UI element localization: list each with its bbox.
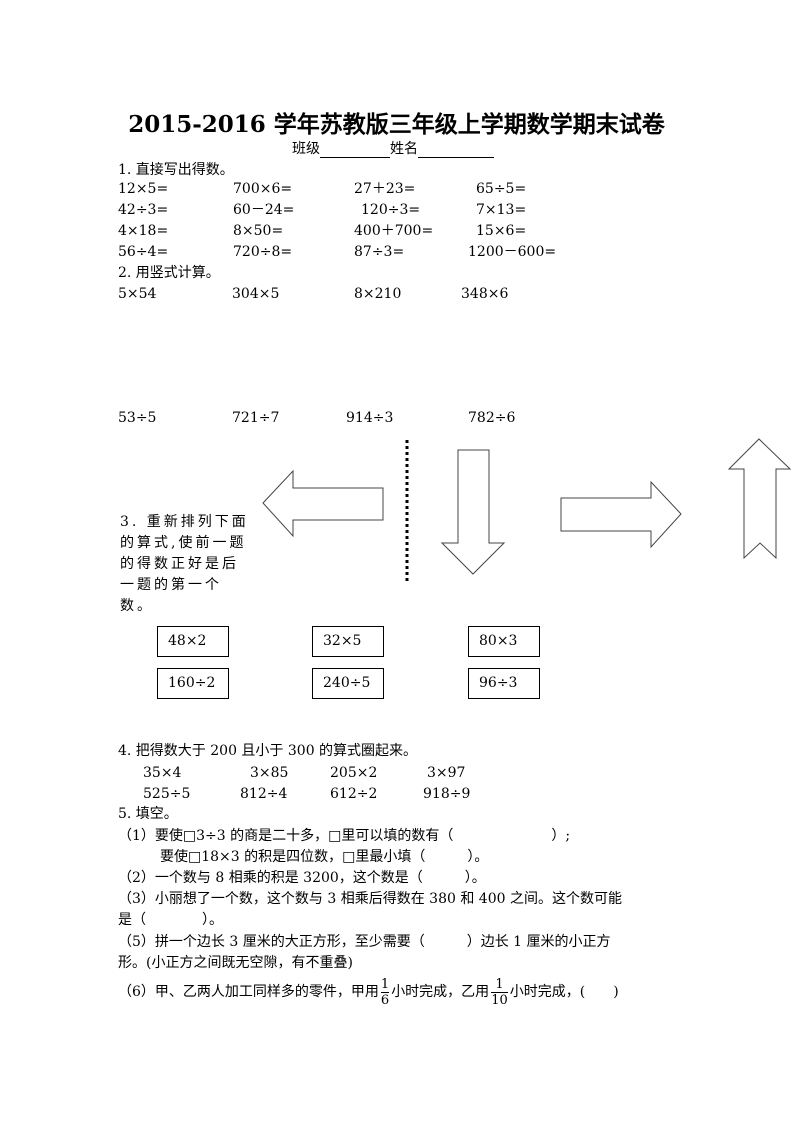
q5-line: 形。(小正方之间既无空隙，有不重叠)	[118, 955, 353, 971]
numerator: 1	[491, 977, 508, 993]
q5-line: （5）拼一个边长 3 厘米的大正方形，至少需要（ ）边长 1 厘米的小正方	[118, 934, 611, 950]
q5-text: （6）甲、乙两人加工同样多的零件，甲用	[118, 984, 379, 1000]
q5-heading: 5. 填空。	[118, 806, 178, 822]
expression-box: 160÷2	[157, 668, 229, 699]
q5-line: （3）小丽想了一个数，这个数与 3 相乘后得数在 380 和 400 之间。这个…	[118, 891, 622, 907]
q3-heading: 3. 重新排列下面的算式,使前一题的得数正好是后一题的第一个数。	[120, 514, 249, 614]
q5-text: 小时完成，乙用	[391, 984, 490, 1000]
q1-item: 720÷8=	[233, 244, 293, 260]
q1-item: 1200－600=	[468, 244, 557, 260]
q2-item: 348×6	[461, 286, 509, 302]
q1-item: 7×13=	[476, 202, 527, 218]
q4-heading: 4. 把得数大于 200 且小于 300 的算式圈起来。	[118, 743, 418, 759]
left-arrow-icon	[262, 469, 384, 538]
class-name-line: 班级 姓名	[292, 140, 494, 158]
q5-line: 是（ ）。	[118, 912, 223, 928]
q4-item: 918÷9	[423, 786, 471, 802]
page-title: 2015-2016 学年苏教版三年级上学期数学期末试卷	[128, 111, 665, 138]
class-label: 班级	[292, 141, 320, 157]
expression-box: 80×3	[468, 626, 540, 657]
denominator: 6	[380, 992, 390, 1008]
q2-item: 5×54	[118, 286, 157, 302]
q2-item: 53÷5	[118, 410, 157, 426]
q4-item: 525÷5	[143, 786, 191, 802]
numerator: 1	[380, 976, 390, 993]
q4-item: 3×85	[250, 765, 289, 781]
q2-heading: 2. 用竖式计算。	[118, 265, 220, 281]
q4-item: 205×2	[330, 765, 378, 781]
q1-item: 15×6=	[476, 223, 527, 239]
q1-item: 42÷3=	[118, 202, 169, 218]
class-field[interactable]	[320, 143, 390, 158]
q1-item: 65÷5=	[476, 181, 527, 197]
q1-item: 87÷3=	[354, 244, 405, 260]
q5-line: 要使□18×3 的积是四位数，□里最小填（ ）。	[160, 849, 489, 865]
right-arrow-icon	[560, 480, 682, 549]
q1-item: 400＋700=	[354, 223, 434, 239]
up-arrow-icon	[727, 438, 792, 560]
q1-item: 27＋23=	[354, 181, 416, 197]
expression-box: 48×2	[157, 626, 229, 657]
expression-box: 240÷5	[312, 668, 384, 699]
q1-heading: 1. 直接写出得数。	[118, 162, 234, 178]
q1-item: 56÷4=	[118, 244, 169, 260]
q1-item: 12×5=	[118, 181, 169, 197]
expression-box: 32×5	[312, 626, 384, 657]
q2-item: 8×210	[354, 286, 402, 302]
q2-item: 782÷6	[468, 410, 516, 426]
q2-item: 304×5	[232, 286, 280, 302]
name-label: 姓名	[390, 141, 418, 157]
q2-item: 721÷7	[232, 410, 280, 426]
q1-item: 8×50=	[233, 223, 284, 239]
q5-line: （1）要使□3÷3 的商是二十多，□里可以填的数有（ ）;	[118, 828, 571, 844]
q1-item: 700×6=	[233, 181, 293, 197]
q1-item: 60－24=	[233, 202, 295, 218]
q5-line: （2）一个数与 8 相乘的积是 3200，这个数是（ ）。	[118, 870, 486, 886]
expression-box: 96÷3	[468, 668, 540, 699]
q4-item: 612÷2	[330, 786, 378, 802]
q4-item: 35×4	[143, 765, 182, 781]
q4-item: 812÷4	[240, 786, 288, 802]
denominator: 10	[491, 992, 508, 1008]
q2-item: 914÷3	[346, 410, 394, 426]
down-arrow-icon	[440, 449, 506, 575]
q5-text: 小时完成，( )	[509, 984, 619, 1000]
name-field[interactable]	[418, 143, 494, 158]
q4-item: 3×97	[427, 765, 466, 781]
q1-item: 4×18=	[118, 223, 169, 239]
q1-item: 120÷3=	[361, 202, 421, 218]
